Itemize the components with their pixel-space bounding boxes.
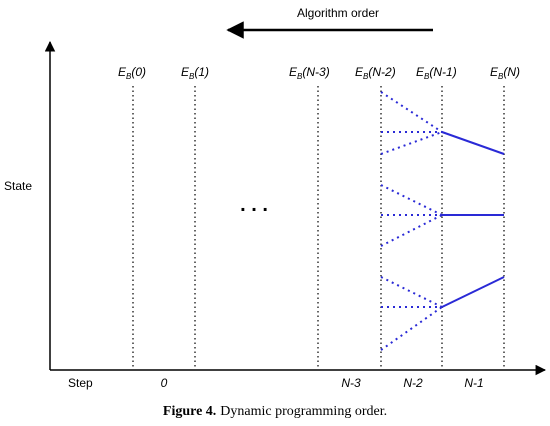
stage-label-n-3: EB(N-3) — [289, 65, 330, 81]
stage-label-n: EB(N) — [490, 65, 520, 81]
fan-top-upper — [380, 91, 443, 133]
stage-label-1: EB(1) — [181, 65, 209, 81]
stage-label-n-1: EB(N-1) — [416, 65, 457, 81]
step-label-0: 0 — [161, 376, 168, 390]
stage-label-n-2: EB(N-2) — [355, 65, 396, 81]
step-label-n-1: N-1 — [464, 376, 483, 390]
algorithm-order-indicator: Algorithm order — [226, 6, 433, 39]
x-axis-label: Step — [68, 376, 93, 390]
stage-labels: EB(0) EB(1) EB(N-3) EB(N-2) EB(N-1) EB(N… — [118, 65, 520, 81]
axes: State Step — [4, 40, 547, 390]
stage-lines — [132, 86, 505, 368]
algorithm-order-label: Algorithm order — [297, 6, 379, 20]
figure-caption: Figure 4. Dynamic programming order. — [163, 404, 387, 419]
fan-top-lower — [380, 131, 443, 155]
fan-mid-lower — [380, 214, 443, 247]
step-label-n-3: N-3 — [341, 376, 361, 390]
transition-top — [441, 131, 505, 155]
dotted-transitions — [380, 91, 443, 351]
fan-bot-upper — [380, 276, 443, 308]
y-axis-label: State — [4, 179, 32, 193]
fan-bot-lower — [380, 306, 443, 351]
transition-bottom — [441, 276, 505, 308]
step-labels: 0 N-3 N-2 N-1 — [161, 376, 484, 390]
stage-label-0: EB(0) — [118, 65, 146, 81]
caption-text: Dynamic programming order. — [220, 404, 387, 419]
step-label-n-2: N-2 — [403, 376, 423, 390]
caption-prefix: Figure 4. — [163, 404, 216, 419]
fan-mid-upper — [380, 184, 443, 216]
ellipsis: . . . — [240, 194, 268, 216]
solid-transitions — [441, 131, 505, 308]
